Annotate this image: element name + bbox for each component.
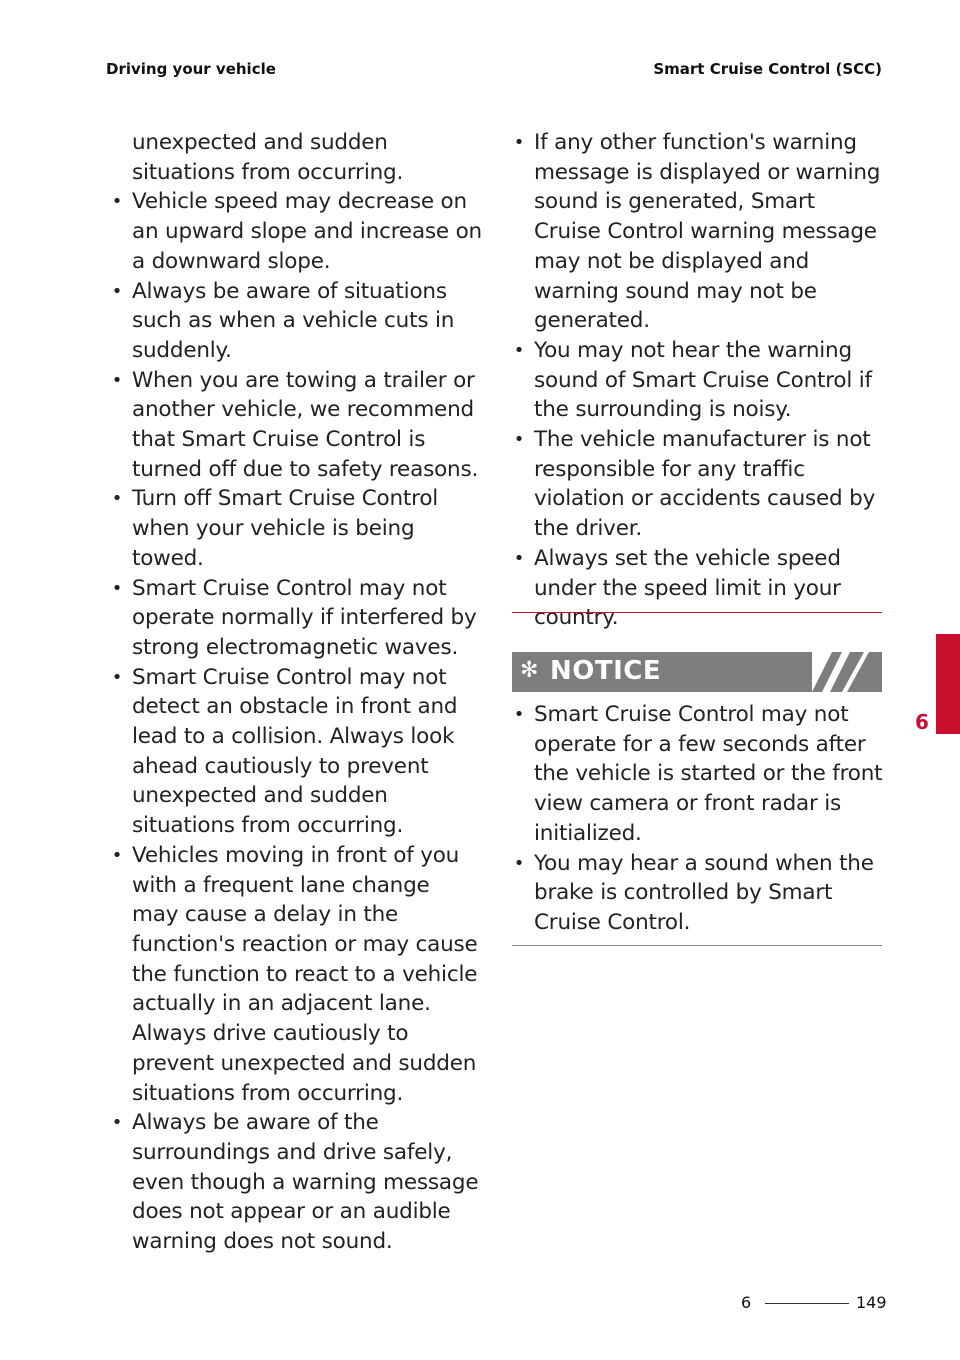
bullet-icon: • <box>111 369 123 391</box>
bullet-icon: • <box>111 280 123 302</box>
notice-end-divider <box>512 945 882 946</box>
notice-banner: ✻ NOTICE <box>512 652 882 692</box>
list-item: •Smart Cruise Control may not detect an … <box>111 664 458 839</box>
notice-bullet-list: •Smart Cruise Control may not operate fo… <box>512 700 884 938</box>
footer-rule <box>765 1303 849 1304</box>
notice-title: NOTICE <box>550 656 662 686</box>
bullet-icon: • <box>111 844 123 866</box>
left-bullet-list: •Vehicle speed may decrease on an upward… <box>110 187 482 1256</box>
list-item: •Always be aware of the surroundings and… <box>111 1110 479 1255</box>
list-item: •When you are towing a trailer or anothe… <box>111 367 479 482</box>
slash-stripes-icon <box>812 652 882 692</box>
bullet-icon: • <box>111 488 123 510</box>
list-item: •Smart Cruise Control may not operate no… <box>111 575 477 660</box>
continued-paragraph: unexpected and sudden situations from oc… <box>132 130 404 185</box>
section-divider-red <box>512 612 882 613</box>
left-column: unexpected and sudden situations from oc… <box>110 128 482 1257</box>
list-item: •The vehicle manufacturer is not respons… <box>513 427 876 542</box>
asterisk-icon: ✻ <box>520 658 539 683</box>
running-header-section: Driving your vehicle <box>106 60 276 78</box>
list-item: •You may hear a sound when the brake is … <box>513 850 874 935</box>
notice-body: •Smart Cruise Control may not operate fo… <box>512 700 884 938</box>
bullet-icon: • <box>111 577 123 599</box>
list-item: •Always set the vehicle speed under the … <box>513 545 841 631</box>
page-number: 149 <box>856 1293 887 1312</box>
bullet-icon: • <box>513 704 525 725</box>
bullet-icon: • <box>513 547 525 569</box>
list-item: •Turn off Smart Cruise Control when your… <box>111 486 439 571</box>
list-item: •Vehicles moving in front of you with a … <box>111 842 478 1106</box>
list-item: •You may not hear the warning sound of S… <box>513 337 872 423</box>
bullet-icon: • <box>513 429 525 451</box>
bullet-icon: • <box>111 666 123 688</box>
bullet-icon: • <box>513 339 525 361</box>
list-item: •If any other function's warning message… <box>513 130 881 334</box>
list-item: •Always be aware of situations such as w… <box>111 278 455 363</box>
footer-chapter: 6 <box>741 1293 752 1312</box>
bullet-icon: • <box>111 1112 123 1134</box>
running-header-topic: Smart Cruise Control (SCC) <box>653 60 882 78</box>
chapter-tab <box>936 634 960 734</box>
list-item: •Smart Cruise Control may not operate fo… <box>513 702 883 846</box>
bullet-icon: • <box>513 132 525 153</box>
bullet-icon: • <box>111 191 123 213</box>
bullet-icon: • <box>513 852 525 874</box>
chapter-tab-number: 6 <box>915 710 929 734</box>
list-item: •Vehicle speed may decrease on an upward… <box>111 189 482 274</box>
right-bullet-list: •If any other function's warning message… <box>512 128 884 633</box>
right-column: •If any other function's warning message… <box>512 128 884 633</box>
